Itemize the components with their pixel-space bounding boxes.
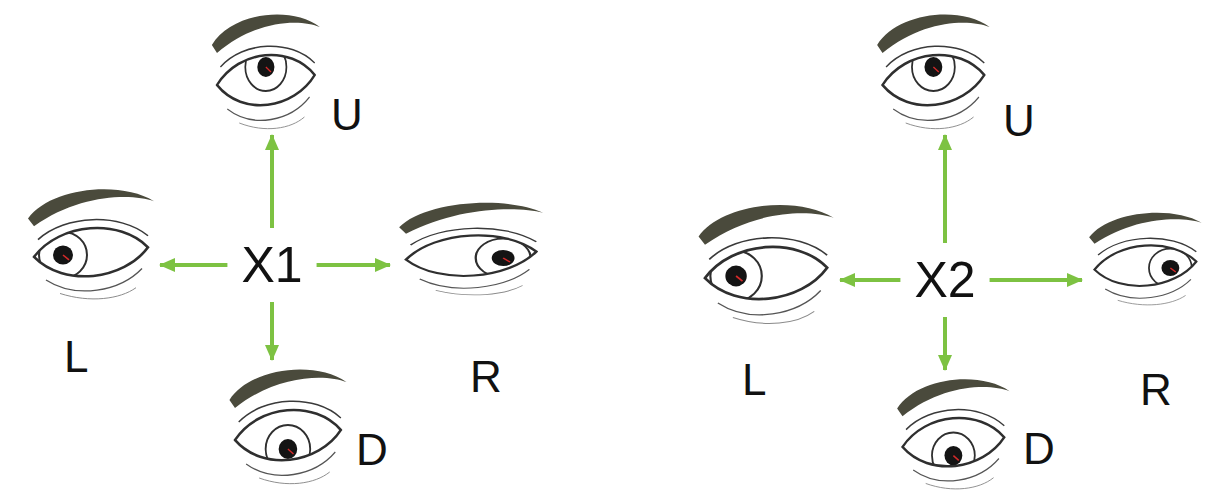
- direction-arrow: [317, 263, 390, 267]
- eye-illustration: [690, 195, 840, 330]
- eye-illustration: [205, 5, 325, 135]
- group-name: X1: [241, 240, 302, 290]
- direction-letter: R: [470, 355, 502, 399]
- direction-arrow: [840, 278, 900, 282]
- eye-illustration: [20, 180, 160, 305]
- group-label: X1: [237, 238, 306, 292]
- direction-letter: D: [1023, 427, 1055, 471]
- direction-letter: D: [356, 428, 388, 472]
- group-label: X2: [910, 253, 979, 307]
- eye-figure: L: [690, 195, 840, 330]
- eye-figure: R: [390, 195, 550, 300]
- eye-figure: U: [205, 5, 325, 135]
- group-name: X2: [914, 255, 975, 305]
- direction-letter: U: [1003, 99, 1035, 143]
- direction-letter: L: [64, 335, 88, 379]
- direction-arrow: [943, 317, 947, 370]
- eye-illustration: [870, 5, 995, 135]
- eye-figure: L: [20, 180, 160, 305]
- eye-illustration: [1082, 205, 1207, 310]
- eye-illustration: [890, 370, 1015, 495]
- eye-figure: D: [222, 360, 352, 490]
- direction-arrow: [270, 302, 274, 360]
- eye-figure: D: [890, 370, 1015, 495]
- eye-figure: U: [870, 5, 995, 135]
- direction-letter: U: [331, 93, 363, 137]
- direction-arrow: [990, 278, 1082, 282]
- eye-figure: R: [1082, 205, 1207, 310]
- direction-letter: R: [1140, 368, 1172, 412]
- direction-arrow: [160, 263, 227, 267]
- eye-illustration: [390, 195, 550, 300]
- direction-arrow: [270, 135, 274, 228]
- direction-arrow: [943, 135, 947, 243]
- eye-illustration: [222, 360, 352, 490]
- direction-letter: L: [742, 358, 766, 402]
